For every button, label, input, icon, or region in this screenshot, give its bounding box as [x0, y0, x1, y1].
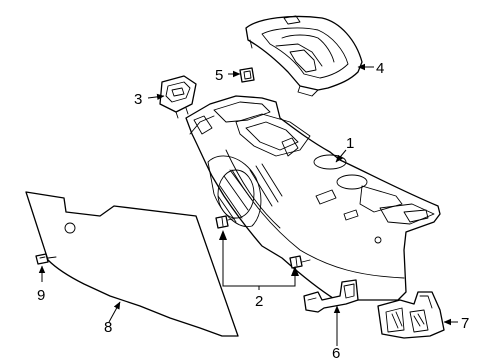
screw-pair-part: [215, 215, 311, 269]
console-body-part: [185, 95, 441, 301]
side-panel-part: [25, 191, 239, 337]
leader-lines: [38, 63, 458, 346]
callout-8: 8: [104, 319, 112, 336]
callout-4: 4: [376, 60, 384, 77]
callout-2: 2: [255, 293, 263, 310]
module-part: [377, 291, 445, 339]
screw-part: [35, 253, 57, 265]
leader-8: [108, 301, 121, 323]
switch-part: [159, 75, 197, 119]
callout-5: 5: [215, 67, 223, 84]
callout-7: 7: [461, 315, 469, 332]
bracket-part: [303, 279, 359, 313]
shifter-bezel-part: [245, 15, 363, 97]
callout-3: 3: [134, 91, 142, 108]
clip-part: [239, 67, 255, 83]
leader-3: [147, 93, 165, 101]
callout-labels: 1 2 3 4 5 6 7 8 9: [37, 60, 469, 360]
callout-6: 6: [332, 345, 340, 360]
callout-9: 9: [37, 287, 45, 304]
callout-1: 1: [346, 135, 354, 152]
leader-1: [335, 149, 347, 163]
